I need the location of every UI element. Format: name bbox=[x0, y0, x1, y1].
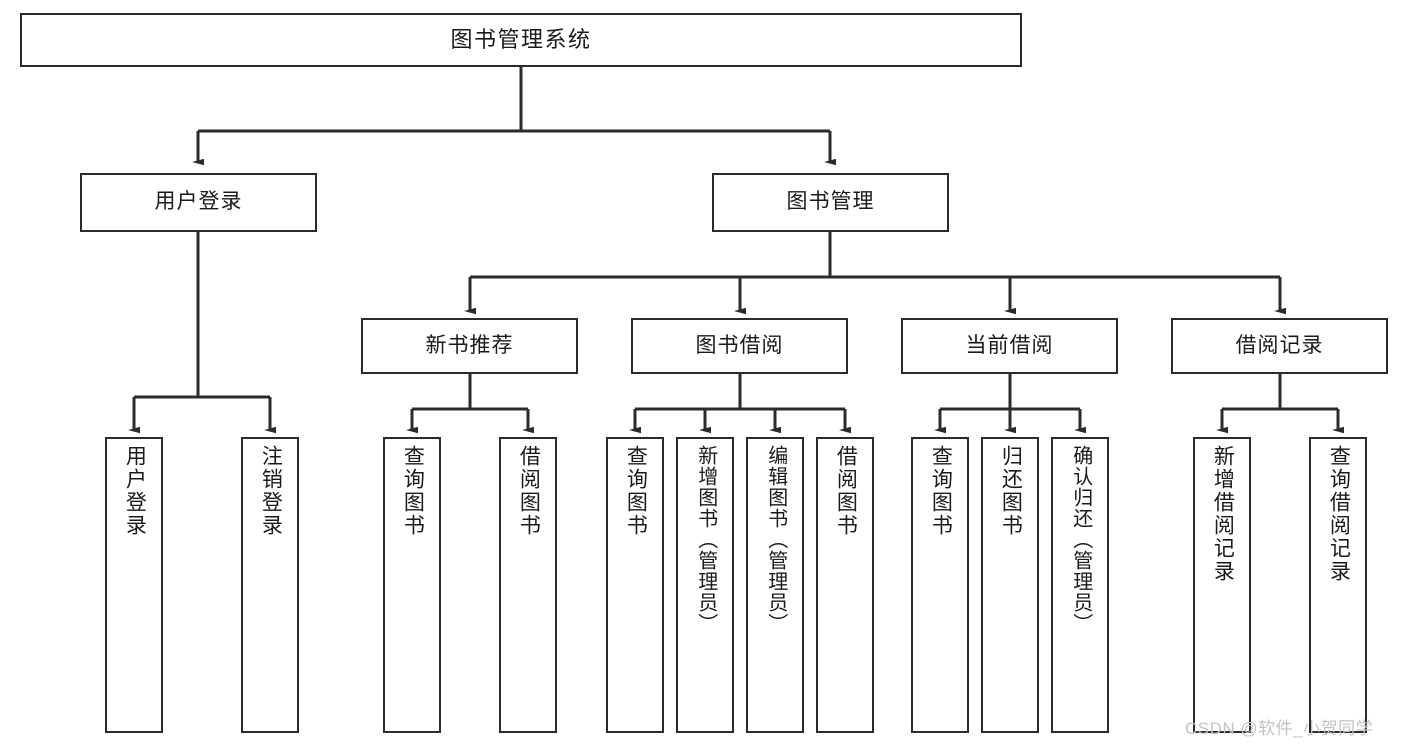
node-label: 注销登录 bbox=[259, 445, 283, 537]
node-label: 用户登录 bbox=[123, 445, 147, 537]
watermark-credit: CSDN @软件_小贺同学 bbox=[1185, 719, 1374, 738]
node-label: 查询图书 bbox=[624, 445, 648, 537]
leaf-book-borrow-borrow-book[interactable]: 借阅图书 bbox=[816, 437, 874, 733]
node-user-login[interactable]: 用户登录 bbox=[80, 173, 317, 232]
node-label: 图书借阅 bbox=[695, 333, 784, 357]
node-current-borrow[interactable]: 当前借阅 bbox=[901, 318, 1118, 374]
node-label: 借阅记录 bbox=[1235, 333, 1324, 357]
leaf-book-borrow-edit-book-admin[interactable]: 编辑图书（管理员） bbox=[746, 437, 804, 733]
node-label: 当前借阅 bbox=[965, 333, 1054, 357]
node-label: 用户登录 bbox=[154, 190, 243, 214]
node-label: 借阅图书 bbox=[834, 445, 858, 537]
leaf-user-login-logout[interactable]: 注销登录 bbox=[241, 437, 299, 733]
node-label: 查询图书 bbox=[929, 445, 953, 537]
node-book-management[interactable]: 图书管理 bbox=[712, 173, 949, 232]
node-root-system[interactable]: 图书管理系统 bbox=[20, 13, 1022, 67]
leaf-current-borrow-confirm-return-admin[interactable]: 确认归还（管理员） bbox=[1051, 437, 1109, 733]
node-borrow-record[interactable]: 借阅记录 bbox=[1171, 318, 1388, 374]
leaf-current-borrow-query-book[interactable]: 查询图书 bbox=[911, 437, 969, 733]
leaf-borrow-record-query-record[interactable]: 查询借阅记录 bbox=[1309, 437, 1367, 733]
node-label: 新书推荐 bbox=[425, 333, 514, 357]
node-label: 新增借阅记录 bbox=[1211, 445, 1235, 583]
leaf-book-borrow-add-book-admin[interactable]: 新增图书（管理员） bbox=[676, 437, 734, 733]
leaf-new-book-borrow-book[interactable]: 借阅图书 bbox=[499, 437, 557, 733]
node-label: 借阅图书 bbox=[517, 445, 541, 537]
leaf-new-book-query-book[interactable]: 查询图书 bbox=[383, 437, 441, 733]
leaf-borrow-record-add-record[interactable]: 新增借阅记录 bbox=[1193, 437, 1251, 733]
node-label: 查询图书 bbox=[401, 445, 425, 537]
node-label: 确认归还（管理员） bbox=[1069, 445, 1092, 634]
node-book-borrow[interactable]: 图书借阅 bbox=[631, 318, 848, 374]
node-new-book-recommend[interactable]: 新书推荐 bbox=[361, 318, 578, 374]
leaf-user-login-login[interactable]: 用户登录 bbox=[105, 437, 163, 733]
node-label: 归还图书 bbox=[999, 445, 1023, 537]
node-label: 新增图书（管理员） bbox=[694, 445, 717, 634]
leaf-book-borrow-query-book[interactable]: 查询图书 bbox=[606, 437, 664, 733]
node-label: 图书管理系统 bbox=[450, 27, 592, 53]
node-label: 图书管理 bbox=[786, 190, 875, 214]
node-label: 查询借阅记录 bbox=[1327, 445, 1351, 583]
leaf-current-borrow-return-book[interactable]: 归还图书 bbox=[981, 437, 1039, 733]
node-label: 编辑图书（管理员） bbox=[764, 445, 787, 634]
